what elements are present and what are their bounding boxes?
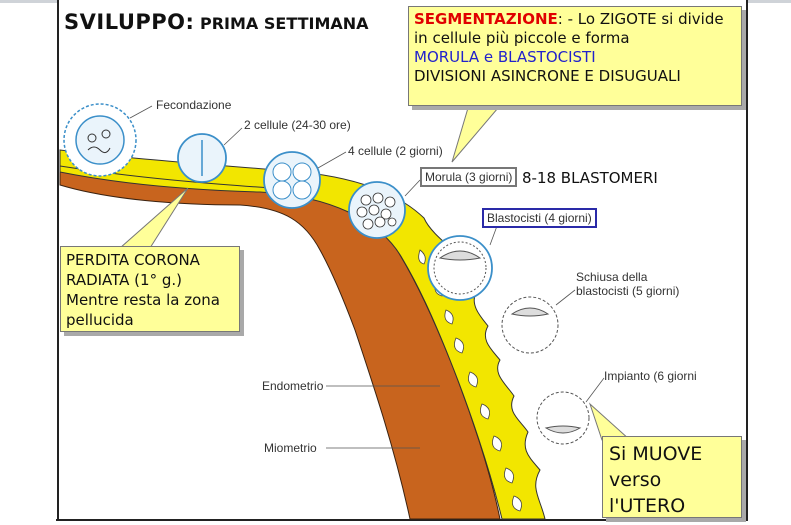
cell-impianto (536, 391, 590, 445)
label-miometrio: Miometrio (264, 441, 317, 455)
note-corona-line: PERDITA CORONA (66, 251, 200, 269)
slide-left-border (57, 0, 59, 521)
label-blastocisti: Blastocisti (4 giorni) (482, 208, 597, 228)
zygote-fecondazione (63, 103, 137, 177)
cell-schiusa (501, 296, 559, 354)
note-utero: Si MUOVE verso l'UTERO (602, 436, 742, 518)
label-morula: Morula (3 giorni) (420, 167, 518, 187)
leader-lines (129, 105, 605, 449)
myometrium-shape (59, 163, 501, 520)
note-corona-line: Mentre resta la zona (66, 291, 220, 309)
label-impianto: Impianto (6 giorni (604, 369, 697, 383)
note-body: DIVISIONI ASINCRONE E DISUGUALI (414, 67, 681, 85)
cell-blastocisti (427, 235, 493, 301)
cell-morula (348, 181, 406, 239)
note-corona-radiata: PERDITA CORONA RADIATA (1° g.) Mentre re… (60, 246, 240, 332)
slide-right-border (746, 0, 748, 521)
note-heading: SEGMENTAZIONE (414, 10, 558, 28)
callout-segmentazione-pointer (451, 107, 500, 163)
label-schiusa-2: blastocisti (5 giorni) (576, 284, 680, 298)
note-highlight: MORULA e BLASTOCISTI (414, 48, 596, 66)
note-corona-line: pellucida (66, 311, 134, 329)
label-fecondazione: Fecondazione (156, 98, 232, 112)
slide-bottom-border (56, 519, 748, 521)
note-utero-line: l'UTERO (609, 495, 686, 517)
note-heading-tail: : - Lo ZIGOTE si divide in cellule più p… (414, 10, 724, 47)
cell-2-cellule (177, 133, 227, 183)
page-title: SVILUPPO: PRIMA SETTIMANA (64, 10, 369, 34)
note-corona-line: RADIATA (1° g.) (66, 271, 182, 289)
note-utero-line: verso (609, 469, 662, 491)
label-blastomeri: 8-18 BLASTOMERI (522, 169, 658, 187)
label-endometrio: Endometrio (262, 379, 324, 393)
callout-utero-pointer (588, 402, 632, 441)
cell-4-cellule (263, 151, 321, 209)
note-segmentazione: SEGMENTAZIONE: - Lo ZIGOTE si divide in … (408, 6, 742, 106)
label-2-cellule: 2 cellule (24-30 ore) (244, 118, 351, 132)
label-schiusa-1: Schiusa della (576, 270, 648, 284)
label-4-cellule: 4 cellule (2 giorni) (348, 144, 443, 158)
note-utero-line: Si MUOVE (609, 443, 703, 465)
